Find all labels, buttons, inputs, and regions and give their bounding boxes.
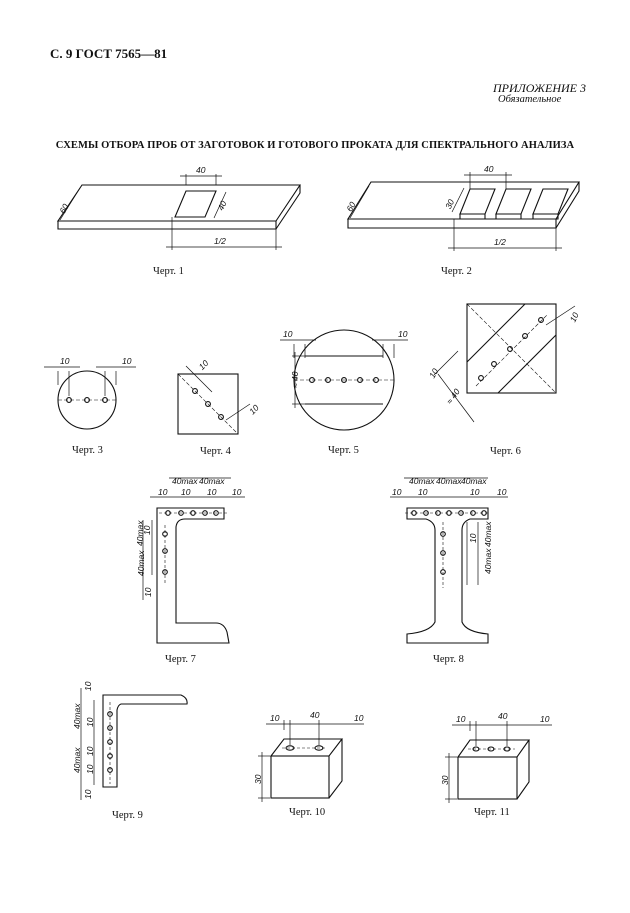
- fig1-dim-40-top: 40: [196, 165, 206, 175]
- figure-9-angle: 10 40max 10 10 40max 10 10: [72, 681, 188, 800]
- caption-fig-9: Черт. 9: [112, 810, 143, 821]
- fig7-dim-10-a: 10: [158, 487, 168, 497]
- fig7-dim-10-b: 10: [181, 487, 191, 497]
- fig6-dim-10-left: 10: [427, 366, 441, 379]
- fig8-dim-10-v: 10: [468, 533, 478, 543]
- fig8-dim-40max-v2: 40max: [483, 548, 493, 574]
- fig9-dim-40max-a: 40max: [72, 703, 82, 729]
- caption-fig-4: Черт. 4: [200, 446, 231, 457]
- caption-fig-1: Черт. 1: [153, 266, 184, 277]
- fig7-dim-10-d: 10: [232, 487, 242, 497]
- fig7-dim-40max-a: 40max: [172, 476, 198, 486]
- figure-4-square-bar: 10 10: [177, 358, 261, 435]
- fig4-dim-10-top: 10: [197, 358, 211, 372]
- fig11-dim-10-left: 10: [456, 714, 466, 724]
- fig1-dim-half: 1/2: [214, 236, 226, 246]
- fig8-dim-10-d: 10: [497, 487, 507, 497]
- fig7-dim-40max-v1: 40max: [135, 520, 145, 546]
- fig10-dim-10-left: 10: [270, 713, 280, 723]
- fig7-dim-10-v1: 10: [142, 525, 152, 535]
- page-header: С. 9 ГОСТ 7565—81: [50, 46, 168, 61]
- fig6-dim-40: ≈ 40: [444, 387, 462, 406]
- section-title: СХЕМЫ ОТБОРА ПРОБ ОТ ЗАГОТОВОК И ГОТОВОГ…: [55, 140, 575, 151]
- fig10-dim-30: 30: [253, 774, 263, 784]
- figure-11-block: 10 40 10 30: [440, 711, 552, 803]
- fig7-dim-40max-b: 40max: [199, 476, 225, 486]
- caption-fig-6: Черт. 6: [490, 446, 521, 457]
- fig5-dim-10-left: 10: [283, 329, 293, 339]
- fig7-dim-10-c: 10: [207, 487, 217, 497]
- figure-8-beam: 40max 40max 40max 10 10 10 10 10 40max 4…: [390, 476, 508, 644]
- figure-2-billet: 40 30 60 1/2: [344, 164, 580, 251]
- fig9-dim-10-e: 10: [83, 789, 93, 799]
- fig2-dim-half: 1/2: [494, 237, 506, 247]
- fig7-dim-10-v2: 10: [143, 587, 153, 597]
- fig1-dim-40-side: 40: [215, 199, 228, 212]
- fig1-dim-60: 60: [57, 202, 71, 215]
- fig3-dim-10-left: 10: [60, 356, 70, 366]
- fig11-dim-30: 30: [440, 775, 450, 785]
- fig11-dim-10-right: 10: [540, 714, 550, 724]
- fig2-dim-30: 30: [443, 197, 456, 210]
- fig11-dim-40: 40: [498, 711, 508, 721]
- caption-fig-7: Черт. 7: [165, 654, 196, 665]
- fig8-dim-10-b: 10: [418, 487, 428, 497]
- fig8-dim-40max-b: 40max: [436, 476, 462, 486]
- appendix-title: ПРИЛОЖЕНИЕ 3: [493, 81, 586, 95]
- fig8-dim-10-c: 10: [470, 487, 480, 497]
- fig8-dim-10-a: 10: [392, 487, 402, 497]
- fig10-dim-40: 40: [310, 710, 320, 720]
- figure-7-channel: 40max 40max 10 10 10 10 40max 40max 10 1…: [135, 476, 245, 644]
- appendix-subtitle: Обязательное: [498, 94, 562, 105]
- fig9-dim-10-a: 10: [83, 681, 93, 691]
- fig9-dim-10-d: 10: [85, 764, 95, 774]
- fig9-dim-10-c: 10: [85, 746, 95, 756]
- fig9-dim-10-b: 10: [85, 717, 95, 727]
- fig9-dim-40max-b: 40max: [72, 747, 82, 773]
- figure-6-square-diagonal: 10 10 ≈ 40: [427, 303, 581, 423]
- caption-fig-3: Черт. 3: [72, 445, 103, 456]
- caption-fig-5: Черт. 5: [328, 445, 359, 456]
- fig7-dim-40max-v2: 40max: [136, 550, 146, 576]
- fig2-dim-40: 40: [484, 164, 494, 174]
- caption-fig-11: Черт. 11: [474, 807, 510, 818]
- fig3-dim-10-right: 10: [122, 356, 132, 366]
- figure-10-block: 10 40 10 30: [253, 710, 364, 802]
- figure-3-round-bar: 10 10: [44, 356, 136, 430]
- fig8-dim-40max-v1: 40max: [483, 521, 493, 547]
- caption-fig-8: Черт. 8: [433, 654, 464, 665]
- fig5-dim-40: ≈ 40: [290, 371, 300, 388]
- caption-fig-2: Черт. 2: [441, 266, 472, 277]
- caption-fig-10: Черт. 10: [289, 807, 326, 818]
- fig8-dim-40max-c: 40max: [461, 476, 487, 486]
- fig10-dim-10-right: 10: [354, 713, 364, 723]
- figure-1-billet: 40 40 60 1/2: [56, 165, 302, 250]
- figure-5-round-section: 10 10 ≈ 40: [280, 329, 408, 431]
- fig2-dim-60: 60: [344, 200, 358, 213]
- fig5-dim-10-right: 10: [398, 329, 408, 339]
- fig8-dim-40max-a: 40max: [409, 476, 435, 486]
- fig6-dim-10-right: 10: [568, 311, 581, 324]
